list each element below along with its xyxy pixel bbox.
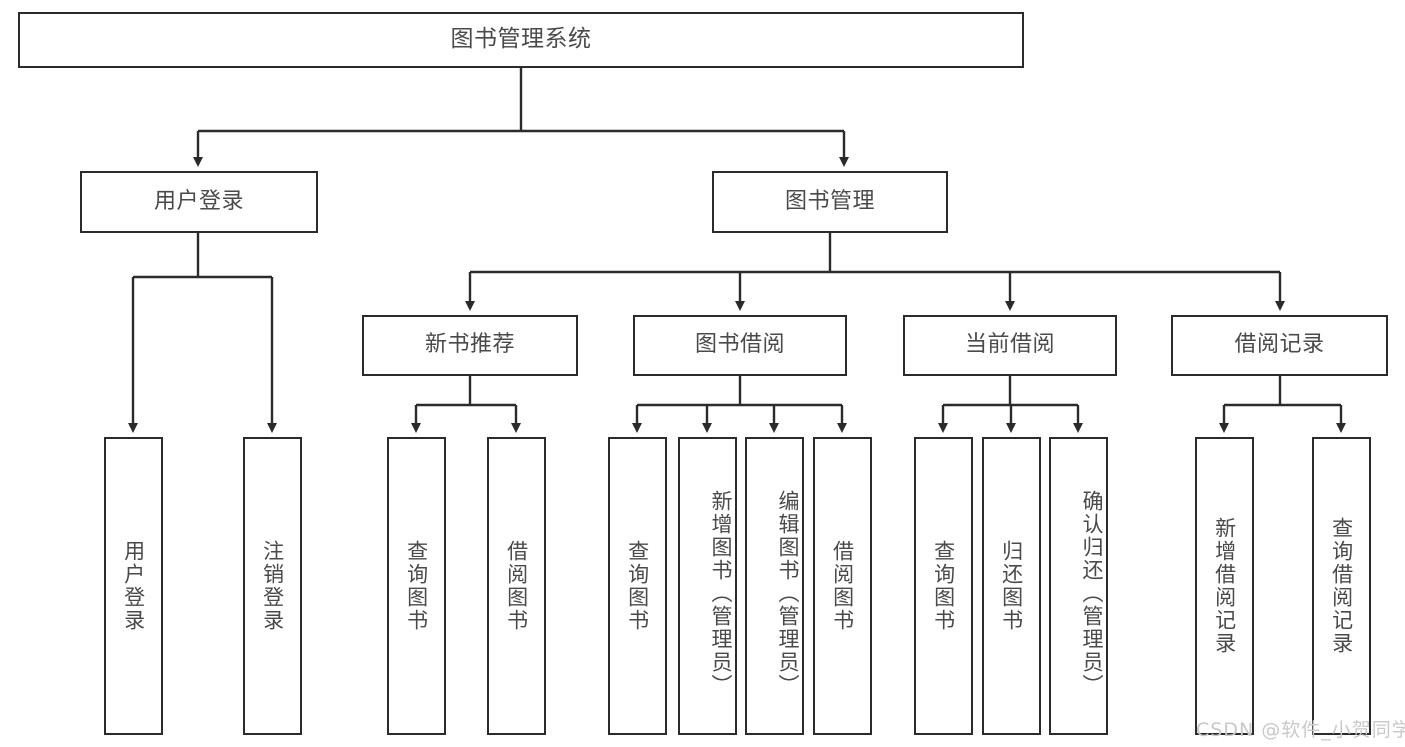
node-user-login[interactable]: 用户登录 <box>80 171 318 233</box>
leaf-user-login-label: 用户登录 <box>121 540 146 632</box>
leaf-query-book-current[interactable]: 查询图书 <box>914 437 973 735</box>
leaf-query-borrow-record-label: 查询借阅记录 <box>1329 517 1354 655</box>
node-current-borrow[interactable]: 当前借阅 <box>903 315 1117 376</box>
leaf-query-book-borrow-label: 查询图书 <box>625 540 650 632</box>
leaf-confirm-return-admin[interactable]: 确认归还（管理员） <box>1049 437 1108 735</box>
leaf-query-book-recommend-label: 查询图书 <box>404 540 429 632</box>
leaf-query-borrow-record[interactable]: 查询借阅记录 <box>1312 437 1371 735</box>
leaf-add-book-admin-label: 新增图书（管理员） <box>709 489 733 697</box>
leaf-add-borrow-record-label: 新增借阅记录 <box>1212 517 1237 655</box>
node-borrow-records[interactable]: 借阅记录 <box>1171 315 1388 376</box>
leaf-borrow-book[interactable]: 借阅图书 <box>813 437 872 735</box>
leaf-edit-book-admin[interactable]: 编辑图书（管理员） <box>745 437 804 735</box>
leaf-return-book-label: 归还图书 <box>999 540 1024 632</box>
leaf-edit-book-admin-label: 编辑图书（管理员） <box>776 489 800 697</box>
watermark: CSDN @软件_小贺同学 <box>1196 719 1405 741</box>
node-root-label: 图书管理系统 <box>450 26 592 53</box>
leaf-return-book[interactable]: 归还图书 <box>982 437 1041 735</box>
leaf-query-book-borrow[interactable]: 查询图书 <box>608 437 667 735</box>
leaf-logout-label: 注销登录 <box>260 540 285 632</box>
node-new-book-recommend[interactable]: 新书推荐 <box>362 315 578 376</box>
node-current-borrow-label: 当前借阅 <box>964 332 1055 358</box>
node-new-book-recommend-label: 新书推荐 <box>424 332 515 358</box>
node-book-borrow[interactable]: 图书借阅 <box>633 315 847 376</box>
leaf-add-book-admin[interactable]: 新增图书（管理员） <box>678 437 737 735</box>
node-root[interactable]: 图书管理系统 <box>18 12 1024 68</box>
node-book-management[interactable]: 图书管理 <box>712 171 948 233</box>
leaf-confirm-return-admin-label: 确认归还（管理员） <box>1080 489 1104 697</box>
leaf-logout[interactable]: 注销登录 <box>243 437 302 735</box>
leaf-query-book-recommend[interactable]: 查询图书 <box>387 437 446 735</box>
node-book-management-label: 图书管理 <box>784 188 875 214</box>
leaf-user-login[interactable]: 用户登录 <box>104 437 163 735</box>
leaf-add-borrow-record[interactable]: 新增借阅记录 <box>1195 437 1254 735</box>
node-user-login-label: 用户登录 <box>153 188 244 214</box>
leaf-borrow-book-label: 借阅图书 <box>830 540 855 632</box>
leaf-borrow-book-recommend-label: 借阅图书 <box>504 540 529 632</box>
node-book-borrow-label: 图书借阅 <box>694 332 785 358</box>
leaf-borrow-book-recommend[interactable]: 借阅图书 <box>487 437 546 735</box>
leaf-query-book-current-label: 查询图书 <box>931 540 956 632</box>
node-borrow-records-label: 借阅记录 <box>1234 332 1325 358</box>
